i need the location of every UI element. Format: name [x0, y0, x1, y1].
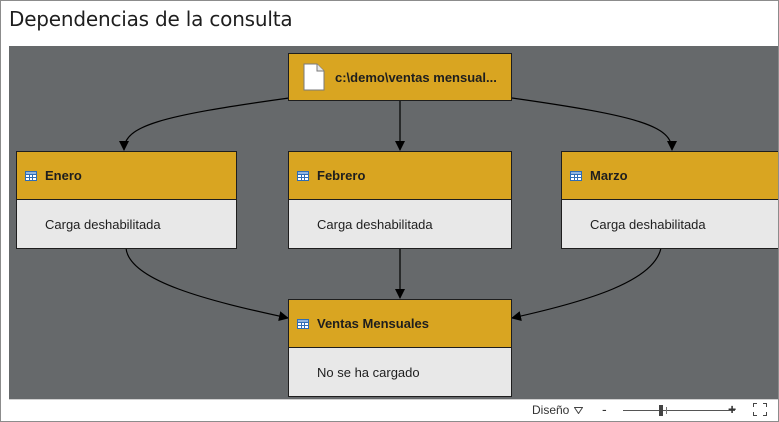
query-node-marzo[interactable]: Marzo Carga deshabilitada: [561, 151, 778, 249]
window-title: Dependencias de la consulta: [9, 7, 293, 31]
zoom-slider-tick: [666, 407, 667, 414]
link-source-enero: [119, 97, 290, 151]
link-source-marzo: [511, 97, 677, 151]
query-node-febrero[interactable]: Febrero Carga deshabilitada: [288, 151, 512, 249]
query-node-label: Enero: [45, 168, 82, 183]
result-node-label: Ventas Mensuales: [317, 316, 429, 331]
table-icon: [297, 170, 309, 181]
zoom-slider-track[interactable]: [623, 410, 735, 411]
zoom-in-button[interactable]: +: [728, 401, 737, 417]
table-icon: [297, 318, 309, 329]
link-marzo-result: [511, 247, 662, 321]
link-enero-result: [125, 247, 289, 321]
zoom-slider-thumb[interactable]: [659, 405, 663, 416]
status-bar: Diseño - +: [9, 399, 778, 421]
layout-label[interactable]: Diseño: [532, 403, 570, 417]
source-node[interactable]: c:\demo\ventas mensual...: [288, 53, 512, 101]
zoom-out-button[interactable]: -: [602, 401, 607, 417]
query-node-status: Carga deshabilitada: [45, 216, 161, 232]
result-node-ventas-mensuales[interactable]: Ventas Mensuales No se ha cargado: [288, 299, 512, 397]
fit-to-screen-icon[interactable]: [753, 403, 767, 416]
layout-dropdown-icon[interactable]: [574, 407, 583, 414]
query-node-status: Carga deshabilitada: [590, 216, 706, 232]
diagram-canvas[interactable]: c:\demo\ventas mensual... Enero Carga de…: [9, 46, 778, 399]
query-node-label: Marzo: [590, 168, 628, 183]
table-icon: [25, 170, 37, 181]
result-node-status: No se ha cargado: [317, 364, 420, 380]
table-icon: [570, 170, 582, 181]
query-node-enero[interactable]: Enero Carga deshabilitada: [16, 151, 237, 249]
dependency-links: [119, 97, 677, 321]
query-node-status: Carga deshabilitada: [317, 216, 433, 232]
query-node-label: Febrero: [317, 168, 366, 183]
file-icon: [303, 63, 325, 91]
source-node-label: c:\demo\ventas mensual...: [335, 69, 497, 85]
